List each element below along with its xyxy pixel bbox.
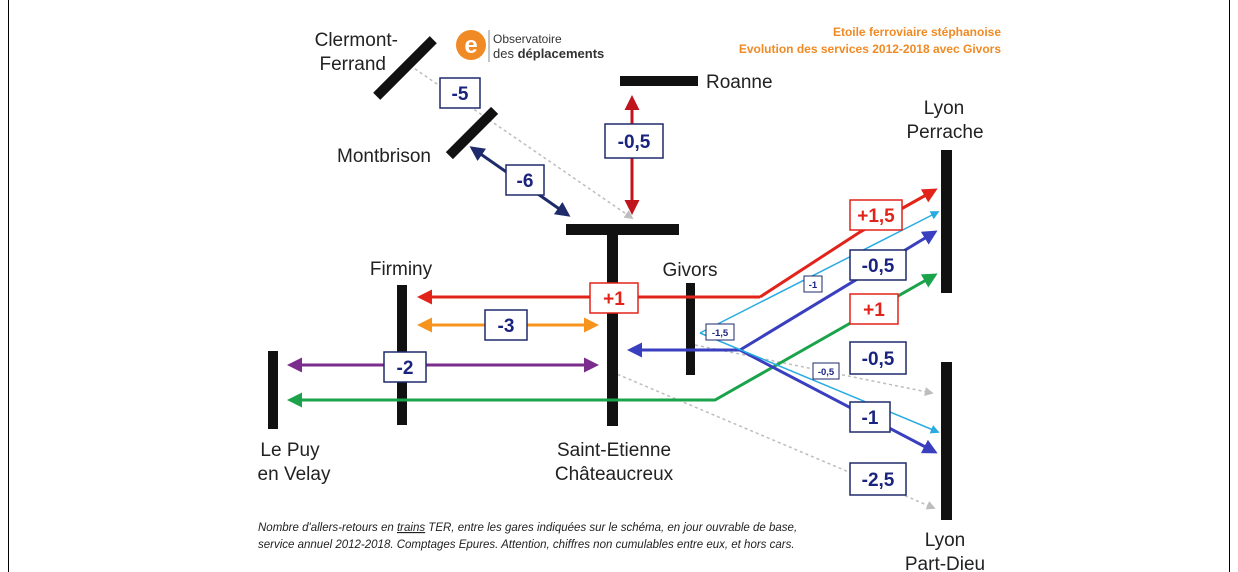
footnote-line2: service annuel 2012-2018. Comptages Epur…: [258, 539, 795, 551]
label-clermont-1: Clermont-: [315, 30, 398, 51]
value-box-perrache-green: +1: [849, 293, 899, 325]
logo-line2: des déplacements: [493, 46, 604, 61]
station-bar-roanne: [620, 76, 698, 86]
value-box-partdieu-grey-05: -0,5: [849, 341, 907, 375]
station-bar-lyon-perrache: [941, 150, 952, 293]
label-saint-etienne-2: Châteaucreux: [555, 464, 674, 485]
station-bar-clermont: [373, 36, 437, 100]
value-box-lepuy-purple: -2: [383, 351, 427, 383]
logo-line1: Observatoire: [493, 32, 562, 46]
value-box-firminy-orange: -3: [484, 309, 528, 341]
arrow-partdieu-lightblue: [699, 332, 940, 434]
grey-partdieu-line-b: [611, 371, 936, 510]
label-le-puy-1: Le Puy: [260, 440, 320, 461]
arrow-perrache-lightblue: [699, 211, 940, 334]
value-partdieu-blue: -1: [862, 408, 879, 429]
value-roanne: -0,5: [618, 132, 651, 153]
logo-circle-icon: [456, 30, 486, 60]
value-clermont: -5: [452, 84, 469, 105]
station-bar-saint-etienne-top: [566, 224, 679, 235]
label-clermont-2: Ferrand: [319, 54, 386, 75]
label-roanne: Roanne: [706, 72, 773, 93]
value-box-givors-small-15: -1,5: [705, 323, 735, 341]
diagram-frame: [8, 0, 1230, 572]
value-box-partdieu-blue: -1: [849, 401, 891, 433]
value-firminy-orange: -3: [498, 316, 515, 337]
value-perrache-red: +1,5: [857, 206, 895, 227]
value-box-partdieu-grey-25: -2,5: [849, 462, 907, 496]
value-box-givors-small-1: -1: [803, 275, 823, 293]
value-box-perrache-red: +1,5: [849, 199, 903, 231]
value-givors-small-15: -1,5: [712, 328, 729, 339]
label-lyon-part-dieu-2: Part-Dieu: [905, 554, 985, 572]
value-box-clermont: -5: [439, 77, 481, 109]
station-bar-saint-etienne: [607, 224, 618, 426]
value-lepuy-purple: -2: [397, 358, 414, 379]
observatoire-logo: e Observatoire des déplacements: [456, 30, 604, 62]
station-bar-le-puy: [268, 351, 278, 429]
value-box-perrache-blue: -0,5: [849, 249, 907, 281]
value-box-montbrison: -6: [505, 164, 545, 196]
station-bar-montbrison: [445, 106, 499, 160]
value-perrache-blue: -0,5: [862, 256, 895, 277]
value-box-givors-small-05: -0,5: [812, 362, 840, 380]
value-givors-small-05: -0,5: [818, 367, 835, 378]
station-bar-lyon-part-dieu: [941, 362, 952, 520]
label-montbrison: Montbrison: [337, 146, 431, 167]
value-givors-small-1: -1: [809, 280, 818, 291]
logo-letter: e: [464, 32, 477, 59]
title-line2: Evolution des services 2012-2018 avec Gi…: [739, 42, 1001, 56]
label-lyon-part-dieu-1: Lyon: [925, 530, 966, 551]
value-partdieu-grey-25: -2,5: [862, 470, 895, 491]
label-firminy: Firminy: [370, 259, 433, 280]
value-box-firminy-red: +1: [589, 282, 639, 314]
label-givors: Givors: [663, 260, 718, 281]
label-lyon-perrache-2: Perrache: [906, 122, 983, 143]
value-partdieu-grey-05: -0,5: [862, 349, 895, 370]
arrow-partdieu-blue: [739, 348, 938, 454]
value-perrache-green: +1: [863, 300, 885, 321]
value-box-roanne: -0,5: [604, 123, 664, 159]
grey-clermont-line: [404, 61, 634, 220]
title-line1: Etoile ferroviaire stéphanoise: [833, 25, 1001, 39]
label-lyon-perrache-1: Lyon: [924, 98, 965, 119]
footnote-line1: Nombre d'allers-retours en trains TER, e…: [258, 522, 797, 534]
value-firminy-red: +1: [603, 289, 625, 310]
label-le-puy-2: en Velay: [258, 464, 331, 485]
label-saint-etienne-1: Saint-Etienne: [557, 440, 671, 461]
value-montbrison: -6: [517, 171, 534, 192]
